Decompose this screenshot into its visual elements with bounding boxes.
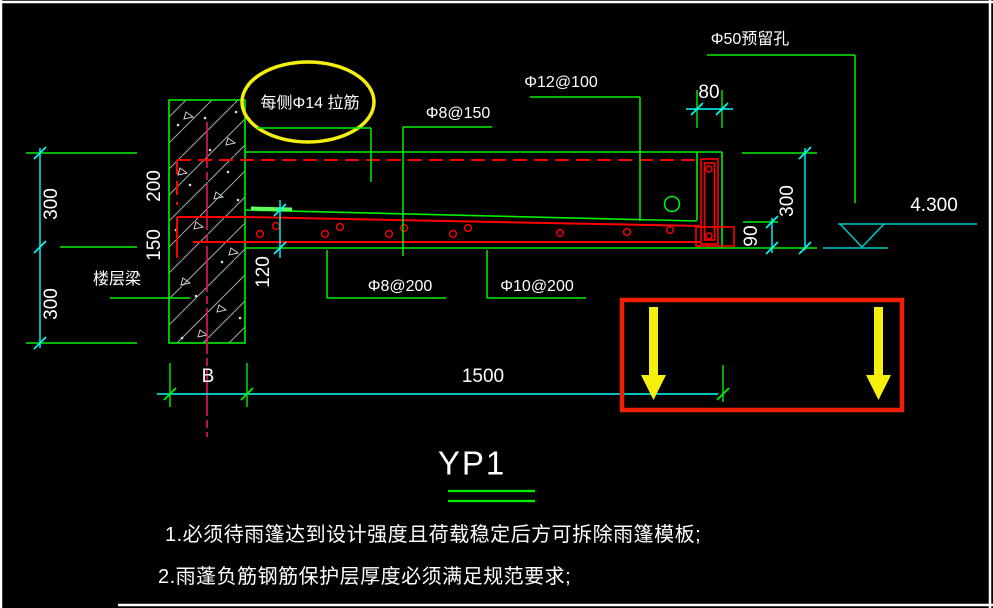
bottom-bar-1-callout: Φ8@200 <box>326 250 446 299</box>
edge-stirrup <box>695 158 735 247</box>
dim-beam-width: B <box>202 366 215 387</box>
top-bar-end-callout: Φ12@100 <box>524 74 641 221</box>
slab-sloped-surface <box>244 209 698 222</box>
highlighted-segment <box>250 206 293 212</box>
floor-beam-callout: 楼层梁 <box>93 270 190 299</box>
rebar <box>176 158 735 258</box>
wall-section <box>168 99 246 437</box>
highlight-annotations <box>619 297 905 413</box>
dim-edge-width: 80 <box>698 82 719 103</box>
note-1: 1.必须待雨篷达到设计强度且荷载稳定后方可拆除雨篷模板; <box>165 523 701 546</box>
right-dims: 300 90 <box>741 146 817 255</box>
note-2: 2.雨蓬负筋钢筋保护层厚度必须满足规范要求; <box>158 565 571 588</box>
dim-beam-lower: 150 <box>144 229 165 261</box>
annotation-box <box>619 297 905 413</box>
elevation-value: 4.300 <box>910 195 958 216</box>
bottom-bar-1-label: Φ8@200 <box>368 278 433 295</box>
bottom-bar-2-callout: Φ10@200 <box>486 250 586 299</box>
top-bar-end-label: Φ12@100 <box>524 74 598 91</box>
bottom-dim: B 1500 <box>157 363 730 407</box>
highlight-ellipse <box>240 60 376 144</box>
reserved-hole-label: Φ50预留孔 <box>711 30 790 48</box>
bottom-bars <box>176 216 701 258</box>
left-dim: 300 300 <box>26 146 137 350</box>
dim-left-lower: 300 <box>41 288 62 320</box>
tie-bar-label: 每侧Φ14 拉筋 <box>260 94 359 112</box>
reserved-hole-callout: Φ50预留孔 <box>707 30 856 203</box>
rebar-section-dots <box>255 165 713 240</box>
dim-edge-height: 300 <box>777 185 798 217</box>
top-bar-mid-label: Φ8@150 <box>426 105 491 122</box>
top-negative-bar <box>176 159 701 205</box>
edge-width-dim: 80 <box>686 82 733 128</box>
dim-cantilever-span: 1500 <box>462 366 504 387</box>
dim-ticks <box>33 146 47 350</box>
dim-ticks <box>163 387 730 401</box>
callouts: 每侧Φ14 拉筋 Φ8@150 Φ12@100 Φ50预留孔 Φ8@200 Φ1… <box>93 30 856 299</box>
dim-root-thickness: 120 <box>253 256 274 288</box>
floor-beam-label: 楼层梁 <box>93 270 141 288</box>
detail-title: YP1 <box>438 445 506 482</box>
root-thickness-dim: 120 <box>253 200 287 288</box>
elevation-marker: 4.300 <box>823 195 977 249</box>
dim-beam-upper: 200 <box>144 170 165 202</box>
dim-tip-thickness: 90 <box>741 225 762 246</box>
canopy-slab-outline <box>244 151 817 249</box>
reserved-hole-circle <box>663 195 681 213</box>
dimensions: 300 300 200 150 120 <box>26 82 977 407</box>
notes: 1.必须待雨篷达到设计强度且荷载稳定后方可拆除雨篷模板; 2.雨蓬负筋钢筋保护层… <box>158 523 701 588</box>
title-block: YP1 <box>438 445 535 503</box>
top-bar-mid-callout: Φ8@150 <box>402 105 492 256</box>
bottom-bar-2-label: Φ10@200 <box>500 278 574 295</box>
tie-bar-callout: 每侧Φ14 拉筋 <box>240 60 376 182</box>
down-arrow-right <box>866 307 891 400</box>
down-arrow-left <box>641 307 666 400</box>
dim-left-upper: 300 <box>41 188 62 220</box>
